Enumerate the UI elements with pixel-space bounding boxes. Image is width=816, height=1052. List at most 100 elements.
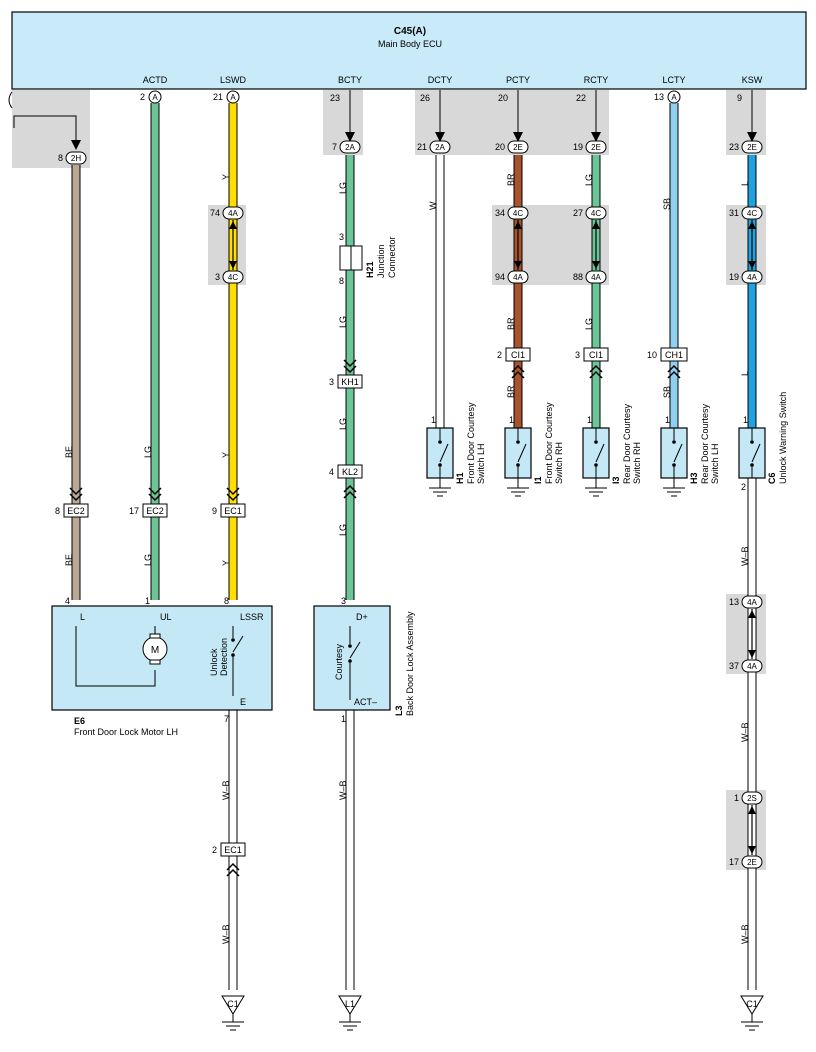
svg-text:1: 1 (509, 415, 514, 425)
svg-text:LG: LG (338, 418, 348, 430)
junction-oval: 2S 1 (734, 791, 763, 805)
svg-text:2E: 2E (747, 143, 757, 152)
svg-text:4A: 4A (513, 273, 523, 282)
svg-text:94: 94 (495, 272, 505, 282)
svg-text:8: 8 (58, 153, 63, 163)
inline-connectors: EC2 8 EC2 17 EC1 9 KH1 3 KL2 4 CI1 2 CI1… (55, 347, 688, 857)
svg-text:8: 8 (339, 276, 344, 286)
svg-text:3: 3 (329, 377, 334, 387)
back-door-lock-assembly: 3 D+ Courtesy ACT– 1 L3 Back Door Lock A… (313, 596, 415, 724)
svg-text:23: 23 (330, 93, 340, 103)
conn-ec2-actd: EC2 (146, 506, 164, 516)
wire-color-labels: BE BE LG LG Y Y Y LG LG LG LG W BR BR BR… (64, 173, 750, 944)
conn-ec2-left: EC2 (67, 506, 85, 516)
svg-text:LG: LG (338, 316, 348, 328)
svg-text:20: 20 (498, 93, 508, 103)
svg-text:34: 34 (495, 208, 505, 218)
ground-c1-left: C1 (221, 995, 245, 1031)
conn-ec1-ground: EC1 (224, 845, 242, 855)
svg-text:Front Door Courtesy: Front Door Courtesy (544, 402, 554, 484)
svg-text:W–B: W–B (740, 546, 750, 566)
svg-text:4: 4 (65, 596, 70, 606)
svg-text:26: 26 (420, 93, 430, 103)
svg-text:Unlock Warning Switch: Unlock Warning Switch (778, 392, 788, 484)
svg-text:1: 1 (145, 596, 150, 606)
svg-text:4A: 4A (591, 273, 601, 282)
svg-text:C6: C6 (767, 472, 777, 484)
svg-text:BE: BE (64, 446, 74, 458)
svg-text:LSSR: LSSR (240, 612, 264, 622)
svg-text:4C: 4C (591, 209, 601, 218)
shaded-regions (12, 90, 766, 870)
conn-kh1: KH1 (341, 377, 359, 387)
terminal-lcty: LCTY (662, 75, 685, 85)
svg-text:22: 22 (576, 93, 586, 103)
svg-text:Rear Door Courtesy: Rear Door Courtesy (700, 403, 710, 484)
svg-text:L: L (80, 612, 85, 622)
junction-oval: 4A 94 (495, 270, 529, 284)
svg-text:21: 21 (417, 142, 427, 152)
svg-text:W–B: W–B (740, 722, 750, 742)
conn-kl2: KL2 (342, 467, 358, 477)
svg-text:19: 19 (729, 272, 739, 282)
svg-text:1: 1 (734, 793, 739, 803)
ground-symbols: C1 L1 C1 (221, 995, 764, 1031)
svg-text:W–B: W–B (221, 924, 231, 944)
front-door-lock-motor-lh: 4 1 8 L UL LSSR M Unlock Detection E 7 E… (51, 596, 273, 737)
ground-l1: L1 (338, 995, 362, 1031)
svg-text:4C: 4C (228, 273, 238, 282)
conn-ec1-lswd: EC1 (224, 506, 242, 516)
junction-oval: 4C3 (215, 270, 244, 284)
arrowheads (71, 132, 757, 150)
svg-text:Y: Y (221, 452, 231, 458)
svg-text:8: 8 (224, 596, 229, 606)
svg-text:4C: 4C (747, 209, 757, 218)
junction-oval: 2H 8 (58, 151, 87, 165)
svg-text:3: 3 (339, 232, 344, 242)
svg-text:2S: 2S (747, 794, 757, 803)
svg-text:74: 74 (210, 208, 220, 218)
svg-text:Front Door Courtesy: Front Door Courtesy (466, 402, 476, 484)
pin-actd: 2 (140, 92, 145, 102)
svg-text:2E: 2E (747, 858, 757, 867)
svg-text:2A: 2A (345, 143, 355, 152)
svg-text:23: 23 (729, 142, 739, 152)
svg-text:1: 1 (587, 415, 592, 425)
svg-text:13: 13 (729, 597, 739, 607)
motor-symbol: M (151, 645, 159, 656)
junction-oval: 2A7 (332, 140, 361, 154)
svg-text:19: 19 (573, 142, 583, 152)
svg-text:ACT–: ACT– (354, 697, 377, 707)
svg-text:4: 4 (329, 467, 334, 477)
svg-text:Switch RH: Switch RH (632, 442, 642, 484)
svg-text:H3: H3 (689, 472, 699, 484)
svg-text:Switch RH: Switch RH (554, 442, 564, 484)
ecu-name: Main Body ECU (378, 39, 442, 49)
svg-text:2H: 2H (71, 154, 81, 163)
svg-text:4A: 4A (228, 209, 238, 218)
terminal-lswd: LSWD (220, 75, 247, 85)
svg-text:L: L (740, 371, 750, 376)
svg-text:27: 27 (573, 208, 583, 218)
svg-text:L3: L3 (394, 705, 404, 716)
terminal-pcty: PCTY (506, 75, 530, 85)
svg-text:Unlock: Unlock (209, 648, 219, 676)
svg-text:SB: SB (662, 386, 672, 398)
svg-text:Rear Door Courtesy: Rear Door Courtesy (622, 403, 632, 484)
svg-text:17: 17 (129, 506, 139, 516)
wires (13, 90, 757, 990)
svg-text:4A: 4A (747, 662, 757, 671)
